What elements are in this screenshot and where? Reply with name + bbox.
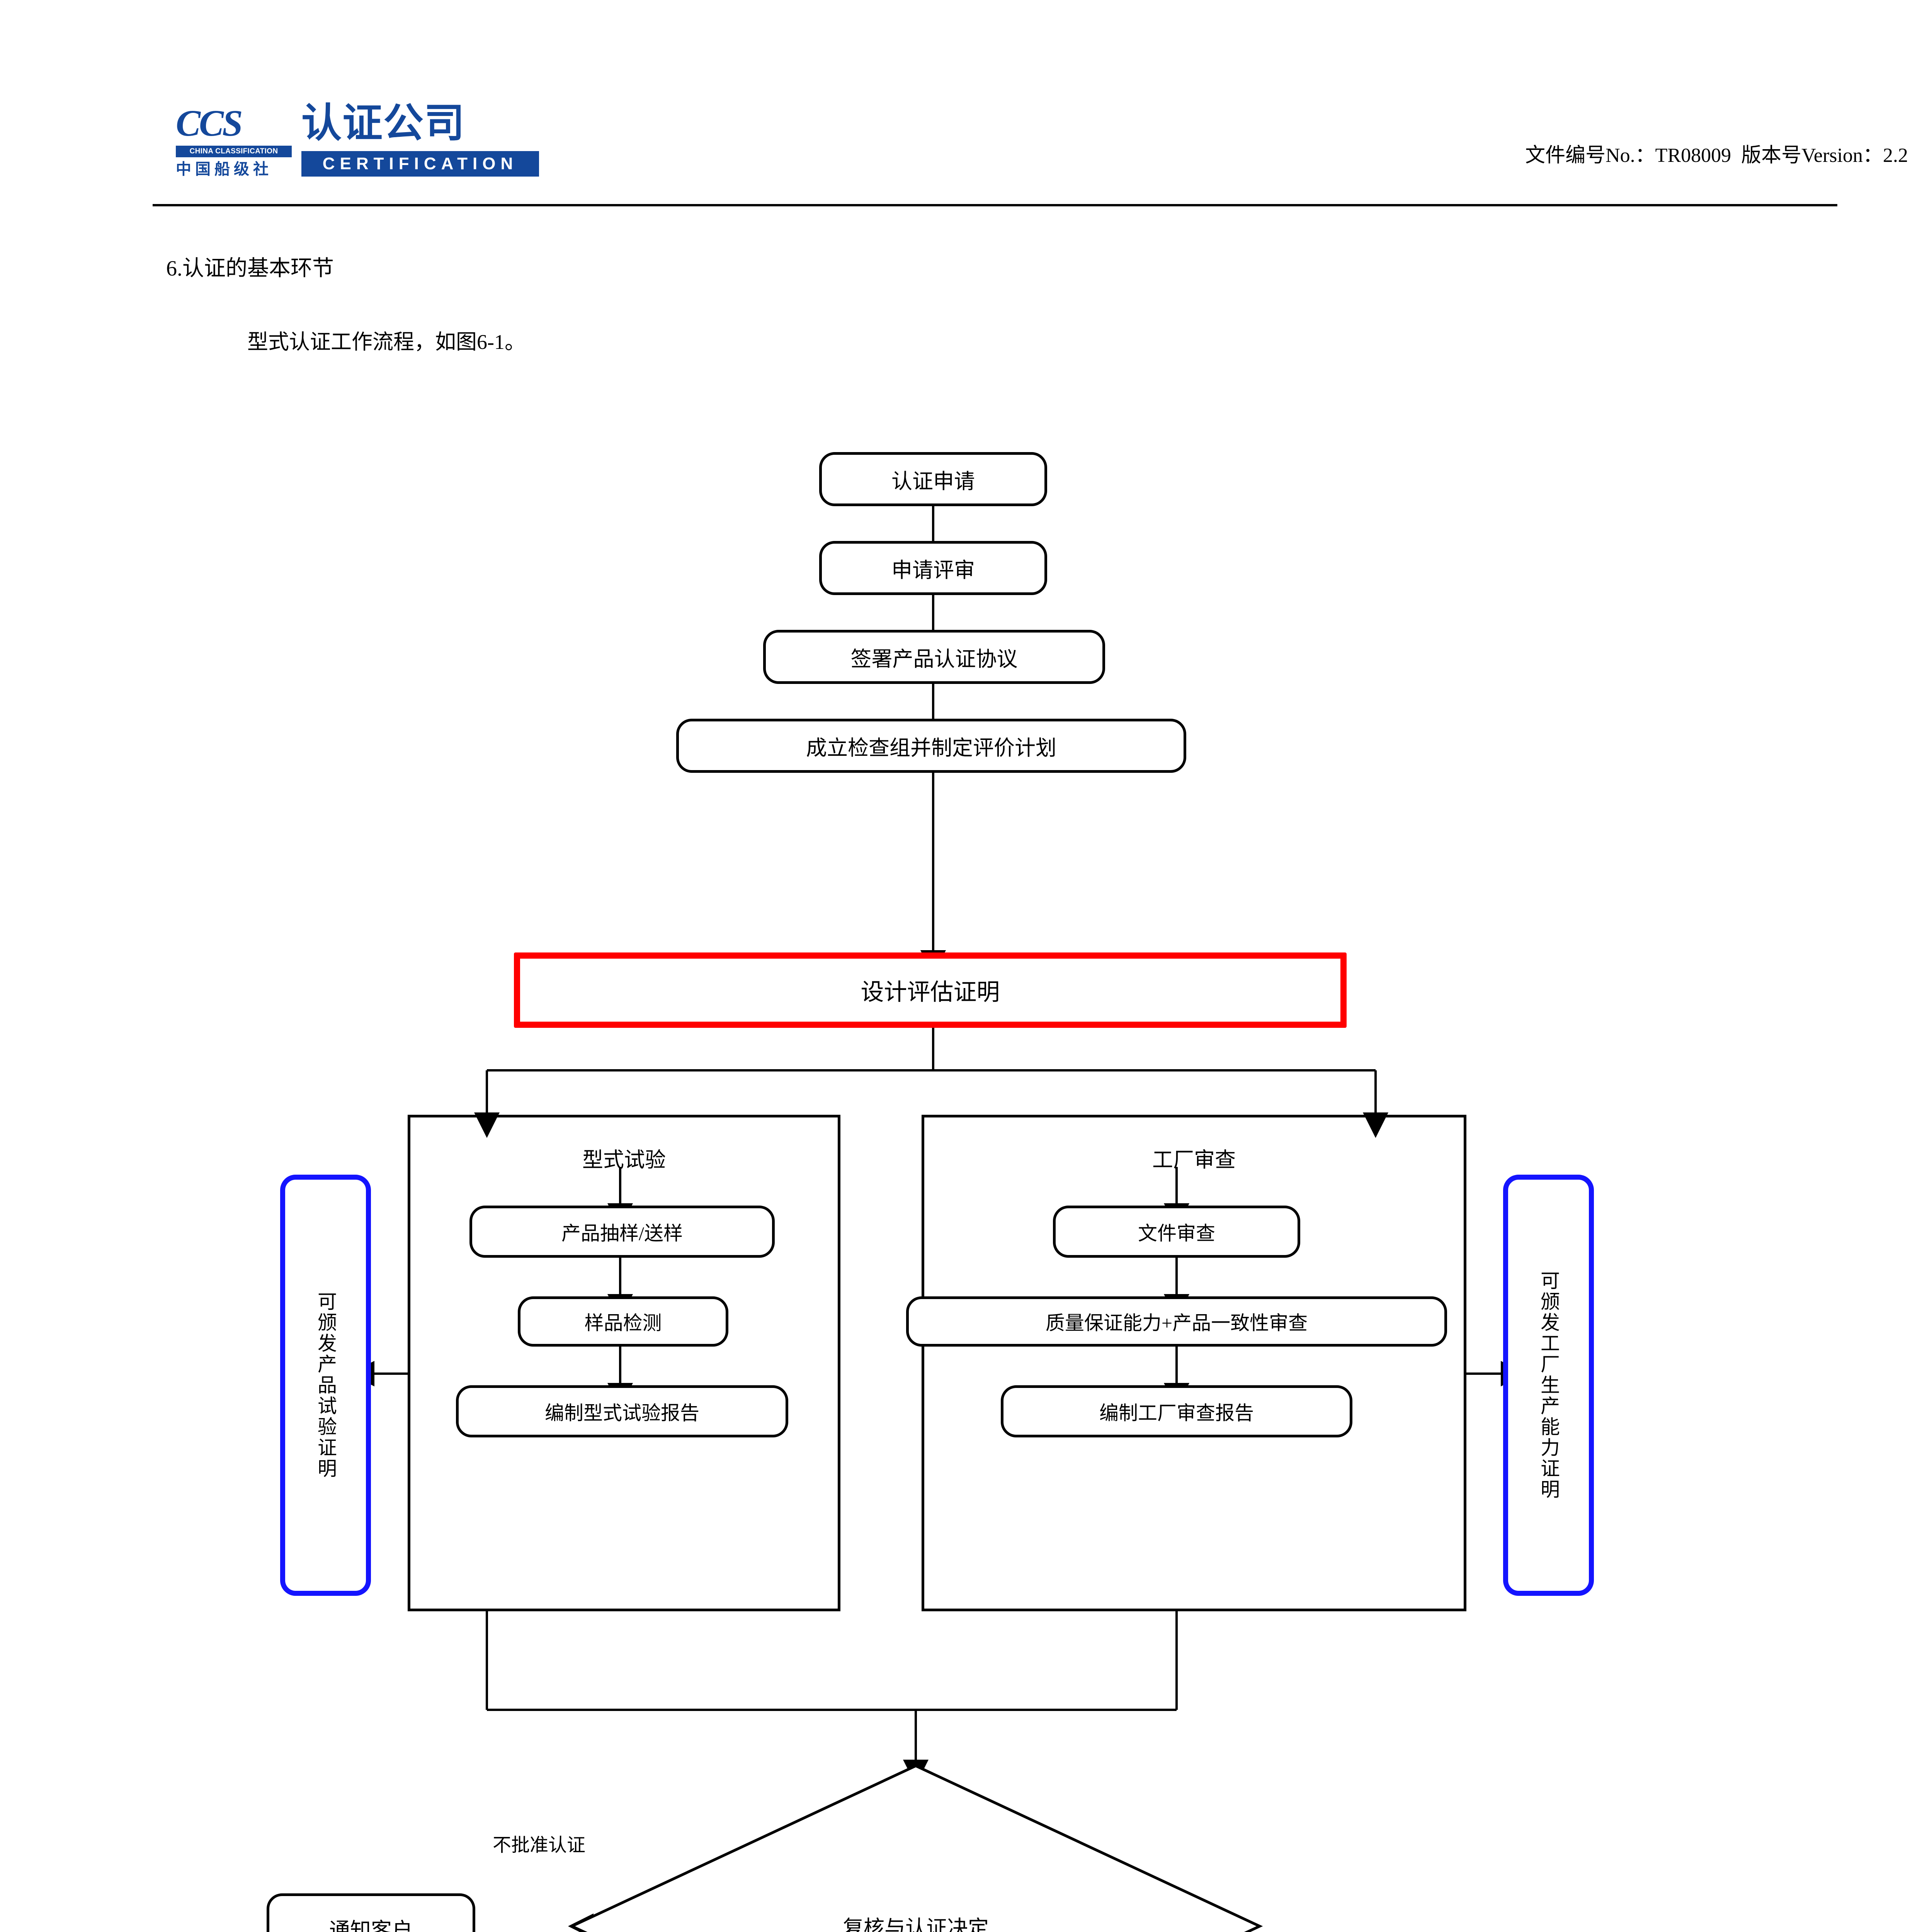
node-sign-agreement[interactable]: 签署产品认证协议 xyxy=(763,630,1105,684)
ccs-english-name: CHINA CLASSIFICATION SOCIETY xyxy=(176,146,292,167)
node-type-test-report[interactable]: 编制型式试验报告 xyxy=(456,1385,788,1437)
node-product-sampling[interactable]: 产品抽样/送样 xyxy=(469,1206,775,1258)
node-form-inspection-team[interactable]: 成立检查组并制定评价计划 xyxy=(676,719,1186,773)
ccs-wordmark-text: CCS xyxy=(176,102,243,144)
group-type-test: 型式试验 xyxy=(408,1115,840,1611)
node-quality-consistency-audit[interactable]: 质量保证能力+产品一致性审查 xyxy=(906,1296,1447,1347)
page-header: CCS CHINA CLASSIFICATION SOCIETY 中国船级社 认… xyxy=(0,0,1932,209)
section-paragraph: 型式认证工作流程，如图6-1。 xyxy=(247,330,526,354)
node-document-review[interactable]: 文件审查 xyxy=(1053,1206,1300,1258)
node-product-test-certificate-label: 可颁发产品试验证明 xyxy=(315,1291,337,1479)
ccs-company-block: 认证公司 CERTIFICATION xyxy=(301,101,541,180)
edge-label-reject: 不批准认证 xyxy=(493,1835,586,1855)
header-divider xyxy=(153,204,1837,206)
ccs-logo-mark-block: CCS CHINA CLASSIFICATION SOCIETY 中国船级社 xyxy=(176,102,296,180)
section-heading: 6.认证的基本环节 xyxy=(166,257,334,281)
node-review-application[interactable]: 申请评审 xyxy=(819,541,1047,595)
node-apply[interactable]: 认证申请 xyxy=(819,452,1047,506)
decision-diamond xyxy=(568,1764,1263,1932)
flow-connectors xyxy=(349,506,1526,1932)
group-factory-audit: 工厂审查 xyxy=(922,1115,1466,1611)
decision-diamond-label: 复核与认证决定 xyxy=(843,1917,989,1932)
group-factory-audit-title: 工厂审查 xyxy=(1152,1148,1236,1172)
node-sample-testing[interactable]: 样品检测 xyxy=(518,1296,728,1347)
certification-banner: CERTIFICATION xyxy=(301,151,539,177)
ccs-chinese-name: 中国船级社 xyxy=(176,160,272,178)
flowchart: 认证申请 申请评审 签署产品认证协议 成立检查组并制定评价计划 设计评估证明 型… xyxy=(0,417,1932,1932)
node-factory-capability-certificate-label: 可颁发工厂生产能力证明 xyxy=(1538,1270,1560,1500)
group-type-test-title: 型式试验 xyxy=(582,1148,666,1172)
node-design-evaluation-certificate[interactable]: 设计评估证明 xyxy=(514,952,1347,1028)
node-product-test-certificate[interactable]: 可颁发产品试验证明 xyxy=(280,1175,371,1596)
node-factory-capability-certificate[interactable]: 可颁发工厂生产能力证明 xyxy=(1503,1175,1594,1596)
document-meta: 文件编号No.：TR08009 版本号Version：2.2 xyxy=(1525,145,1908,167)
node-notify-client[interactable]: 通知客户 xyxy=(267,1893,475,1932)
ccs-wordmark: CCS xyxy=(176,102,296,144)
ccs-company-name: 认证公司 xyxy=(301,101,466,146)
node-factory-audit-report[interactable]: 编制工厂审查报告 xyxy=(1001,1385,1352,1437)
ccs-logo: CCS CHINA CLASSIFICATION SOCIETY 中国船级社 认… xyxy=(176,101,547,180)
